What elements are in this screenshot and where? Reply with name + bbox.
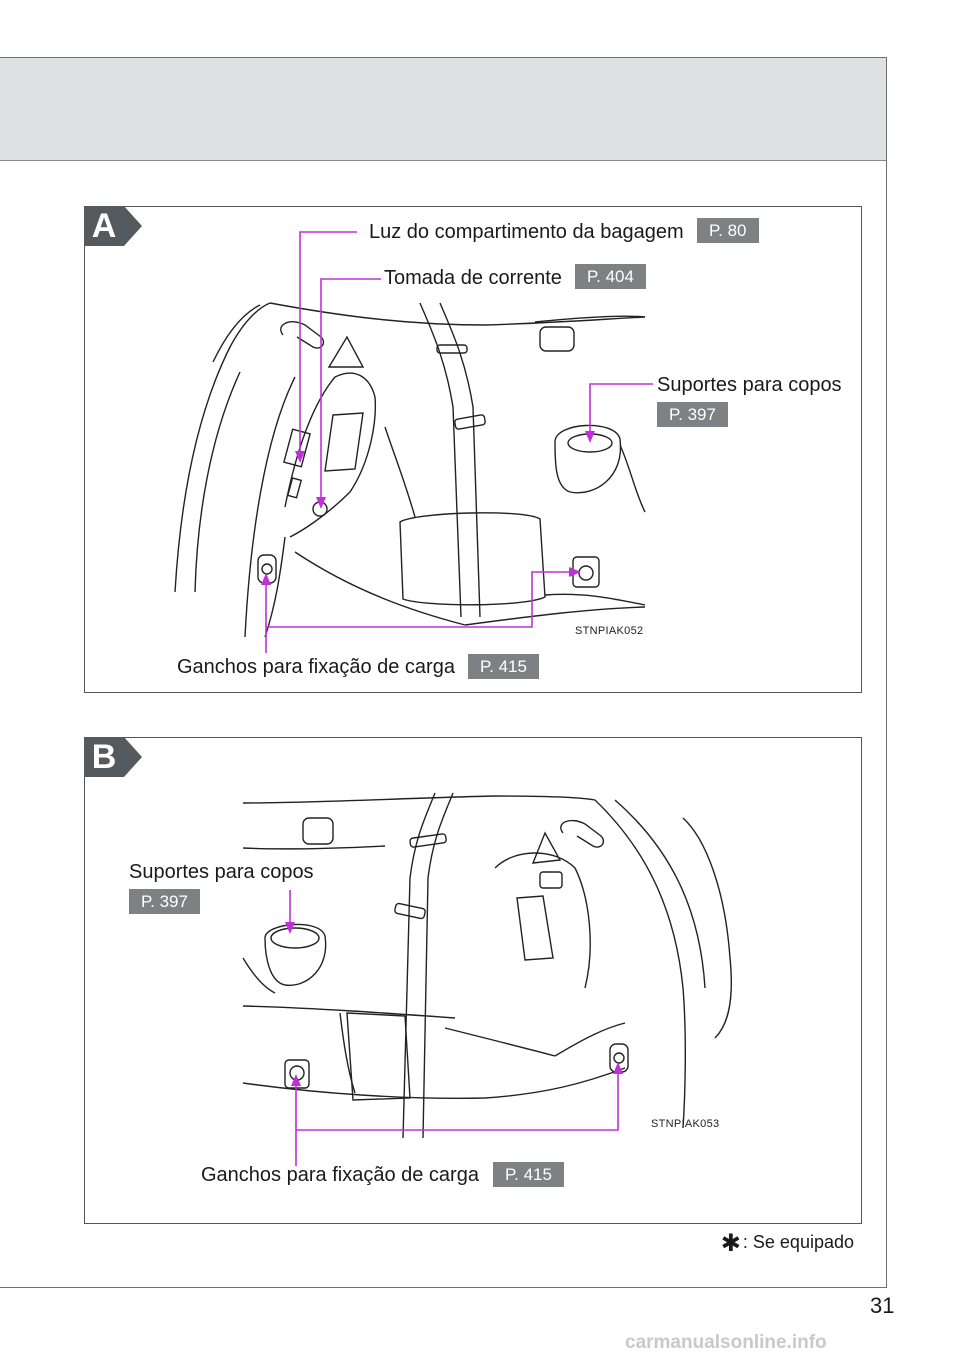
page-ref-luggage-light[interactable]: P. 80 [697,218,759,243]
callout-label-cargo-hooks: Ganchos para fixação de carga [177,656,455,678]
image-code-b: STNPIAK053 [651,1118,720,1130]
page-ref-power-outlet[interactable]: P. 404 [575,264,646,289]
page-number: 31 [870,1293,895,1318]
image-code: STNPIAK052 [575,625,644,637]
page-ref-cup-holders-b[interactable]: P. 397 [129,889,200,914]
page-ref-cup-holders[interactable]: P. 397 [657,402,728,427]
callout-label-power-outlet: Tomada de corrente [384,267,562,289]
callout-label-cargo-hooks-b: Ganchos para fixação de carga [201,1164,479,1186]
asterisk-icon: ✱ [720,1230,741,1257]
panel-letter-a: A [84,206,142,246]
trunk-illustration-b [242,792,733,1166]
footnote-text: : Se equipado [742,1232,854,1252]
panel-b: B [84,737,862,1224]
page-ref-cargo-hooks[interactable]: P. 415 [468,654,539,679]
footnote: ✱: Se equipado [720,1226,854,1257]
page-ref-cargo-hooks-b[interactable]: P. 415 [493,1162,564,1187]
trunk-illustration-a [174,231,653,653]
callout-label-luggage-light: Luz do compartimento da bagagem [369,221,684,243]
panel-letter-b: B [84,737,142,777]
callout-label-cup-holders: Suportes para copos [657,374,842,396]
watermark: carmanualsonline.info [625,1332,827,1353]
panel-a: A [84,206,862,693]
header-band [0,57,887,161]
page-frame [0,57,887,1288]
callout-label-cup-holders-b: Suportes para copos [129,861,314,883]
